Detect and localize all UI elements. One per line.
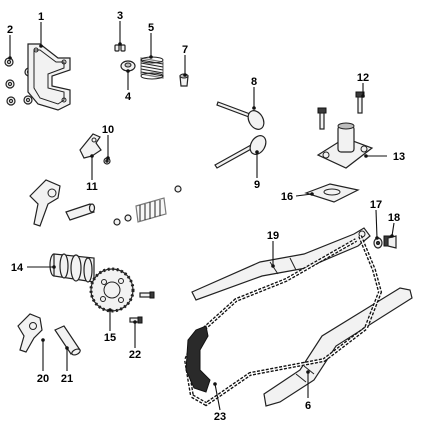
callout-11: 11	[86, 181, 98, 193]
leader-lines	[8, 21, 395, 411]
callout-12: 12	[357, 72, 369, 84]
callout-17: 17	[370, 199, 382, 211]
rocker-arm-upper	[29, 179, 61, 227]
callout-1: 1	[38, 11, 44, 23]
part-12-bolts	[317, 91, 365, 130]
callout-23: 23	[214, 411, 226, 423]
part-23-chain	[183, 235, 383, 407]
small-spring-group	[113, 185, 182, 226]
callout-2: 2	[7, 24, 13, 36]
callout-21: 21	[61, 373, 73, 385]
part-5-spring	[140, 56, 164, 80]
part-16-gasket	[304, 183, 360, 203]
callout-10: 10	[102, 124, 114, 136]
part-9-valve	[214, 135, 267, 169]
part-11-bracket	[79, 133, 102, 159]
part-20-rocker	[17, 313, 43, 353]
callout-7: 7	[182, 44, 188, 56]
callout-5: 5	[148, 22, 154, 34]
rocker-shaft	[65, 203, 96, 221]
callout-20: 20	[37, 373, 49, 385]
part-15-sprocket	[89, 267, 135, 313]
callout-16: 16	[281, 191, 293, 203]
callout-15: 15	[104, 332, 116, 344]
callout-3: 3	[117, 10, 123, 22]
part-3-keeper	[114, 44, 126, 52]
callout-6: 6	[305, 400, 311, 412]
part-8-valve	[216, 101, 265, 130]
callout-22: 22	[129, 349, 141, 361]
callout-18: 18	[388, 212, 400, 224]
callout-8: 8	[251, 76, 257, 88]
callout-13: 13	[393, 151, 405, 163]
callout-9: 9	[254, 179, 260, 191]
part-14-camshaft	[49, 253, 95, 283]
callout-labels: 1 2 3 4 5 6 7 8 9 10 11 12 13 14 15 16 1…	[7, 10, 405, 423]
part-19-guide	[191, 227, 371, 301]
part-18-bolt	[383, 235, 397, 249]
callout-4: 4	[125, 91, 132, 103]
part-22-bolts	[129, 291, 155, 324]
callout-14: 14	[11, 262, 24, 274]
callout-19: 19	[267, 230, 279, 242]
part-6-guide	[263, 287, 413, 407]
part-13-tensioner	[316, 122, 374, 169]
part-21-shaft	[54, 325, 81, 356]
part-1-gasket	[27, 43, 71, 111]
part-17-washer	[373, 237, 383, 249]
